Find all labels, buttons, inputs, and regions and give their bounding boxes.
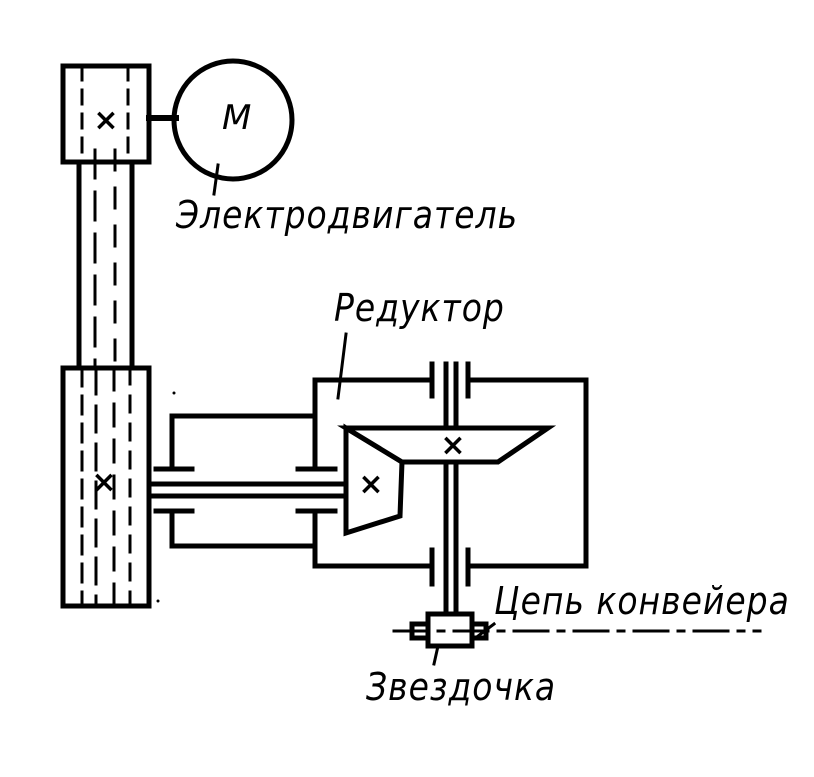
reducer-housing [312,332,589,587]
reducer-label: Редуктор [334,285,505,331]
driven-bevel-gear [337,425,557,465]
output-shaft [443,361,459,617]
motor-circle [171,58,295,182]
driven-gear-axis-mark: × [440,428,465,463]
motor-leader [212,163,220,196]
belt [76,148,135,382]
speck [172,391,176,395]
driving-gear-axis-mark: × [358,467,383,502]
upper-pulley-axis-mark: × [93,103,118,138]
input-bearing-frame [153,413,338,549]
motor-label: Электродвигатель [176,192,519,238]
upper-pulley [60,63,152,165]
input-shaft [146,481,349,499]
lower-pulley-axis-mark: × [91,465,116,500]
motor-letter: M [222,98,252,138]
lower-pulley [60,365,152,609]
sprocket-label: Звездочка [366,664,557,710]
conveyor-chain-label: Цепь конвейера [494,578,790,624]
reducer-leader [336,332,348,400]
sprocket [409,611,489,666]
speck [156,599,160,603]
conveyor-chain-line [392,621,762,639]
